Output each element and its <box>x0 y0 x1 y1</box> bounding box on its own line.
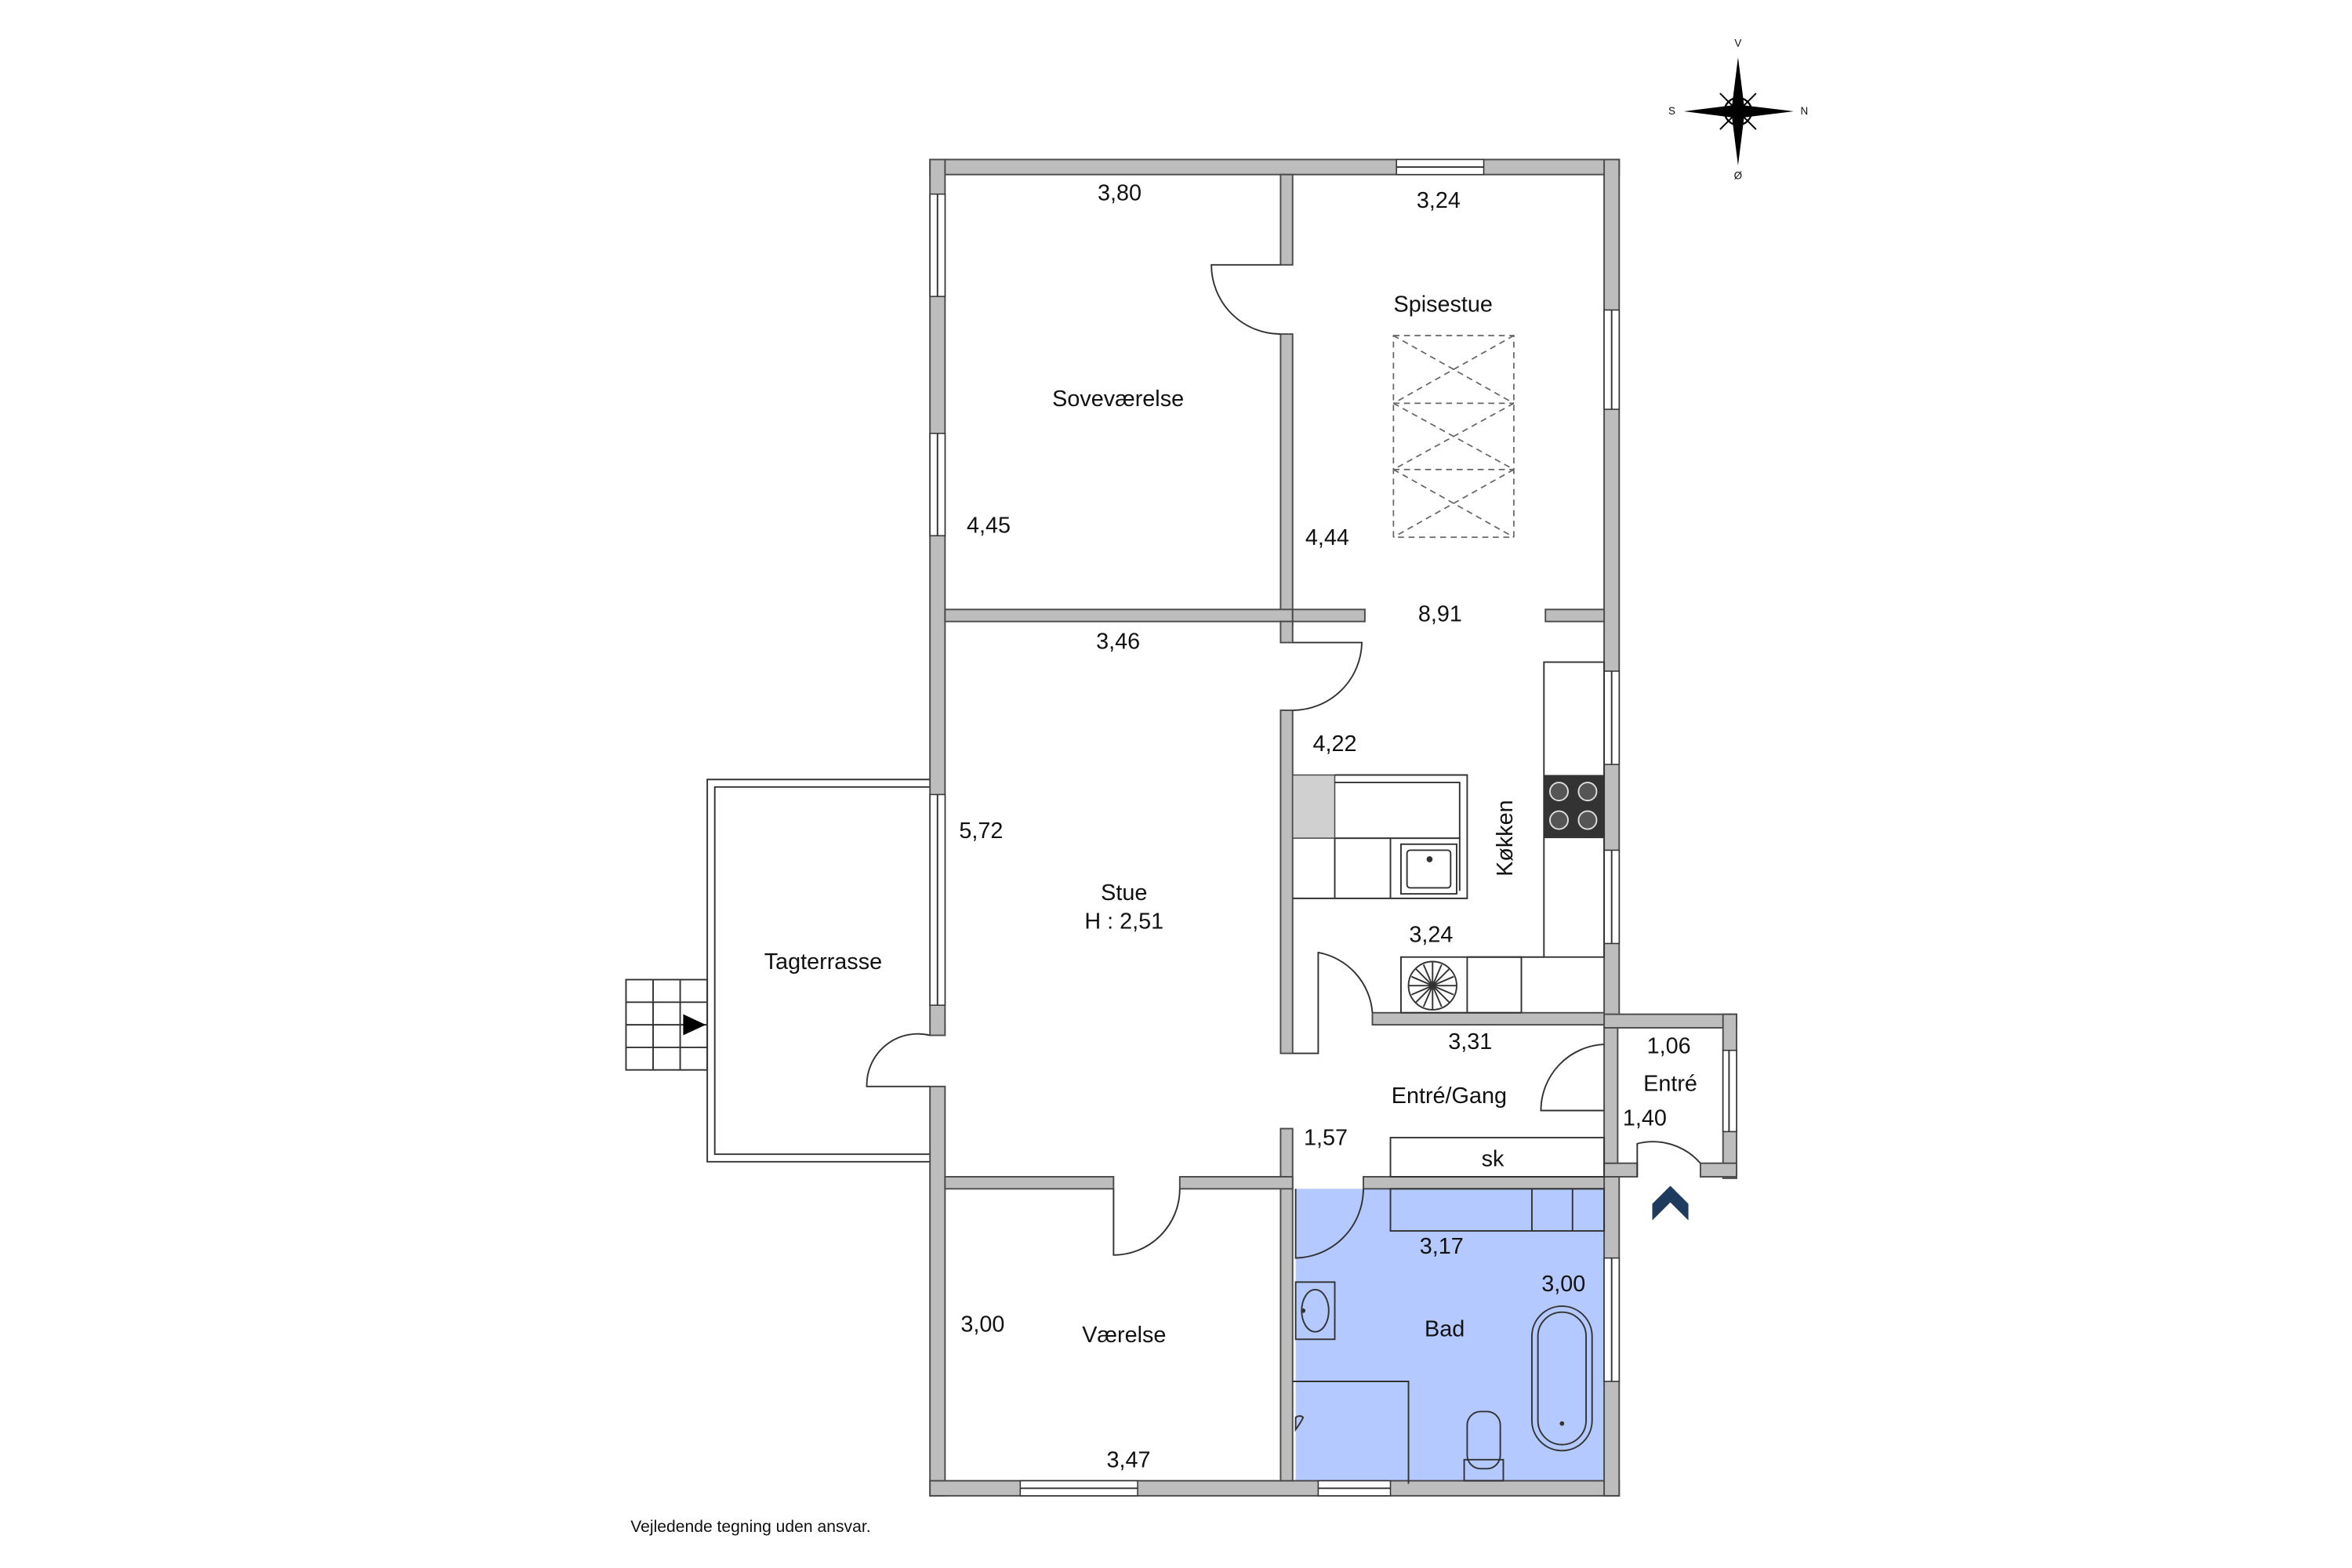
compass-south-label: S <box>1668 105 1675 117</box>
dimension-label: 5,72 <box>959 818 1003 844</box>
room-label-entre: Entré <box>1643 1072 1697 1097</box>
dimension-label: 4,45 <box>967 513 1011 538</box>
room-labels: Soveværelse Spisestue Stue H : 2,51 Køkk… <box>764 292 1697 1348</box>
room-label-spisestue: Spisestue <box>1394 292 1493 317</box>
closet-label: sk <box>1482 1147 1504 1172</box>
compass-north-label: N <box>1801 105 1809 117</box>
interior-walls <box>944 173 1619 1482</box>
dimension-label: 8,91 <box>1418 602 1462 627</box>
stove-icon <box>1544 775 1605 839</box>
doors <box>866 263 1701 1259</box>
dimension-label: 3,00 <box>1541 1272 1585 1297</box>
dimension-label: 3,17 <box>1420 1234 1464 1259</box>
room-label-koekken: Køkken <box>1493 800 1518 877</box>
dimension-label: 3,31 <box>1448 1029 1492 1054</box>
entrance-arrow-icon <box>1652 1185 1689 1221</box>
room-label-vaerelse: Værelse <box>1082 1323 1166 1348</box>
kitchen-fittings <box>1292 661 1606 1014</box>
room-label-bad: Bad <box>1425 1316 1465 1341</box>
bathtub-icon <box>1530 1305 1593 1452</box>
room-label-sovevaerelse: Soveværelse <box>1052 387 1184 412</box>
skylight <box>1392 335 1515 539</box>
toilet-icon <box>1463 1410 1504 1482</box>
dimension-label: 1,40 <box>1623 1106 1667 1131</box>
washbasin-icon <box>1294 1281 1336 1341</box>
stair-direction-icon <box>683 1014 706 1036</box>
room-height-stue: H : 2,51 <box>1084 909 1163 934</box>
roof-terrace <box>625 779 931 1163</box>
dimension-label: 3,80 <box>1098 180 1142 205</box>
windows <box>929 158 1737 1497</box>
compass-rose: V Ø S N <box>1668 38 1808 182</box>
spiral-stair-icon <box>1407 960 1457 1011</box>
dimension-label: 3,24 <box>1409 923 1453 948</box>
bath-floor <box>1295 1189 1605 1484</box>
dimension-label: 3,47 <box>1107 1447 1151 1472</box>
dimension-label: 3,00 <box>960 1312 1004 1338</box>
dimension-label: 1,57 <box>1304 1126 1348 1151</box>
room-label-entre-gang: Entré/Gang <box>1392 1083 1507 1109</box>
bath-fittings <box>1292 1137 1606 1484</box>
dimension-label: 4,22 <box>1312 731 1356 757</box>
compass-east-label: Ø <box>1734 169 1742 181</box>
dimension-label: 4,44 <box>1305 525 1349 550</box>
dimension-label: 3,24 <box>1417 188 1461 213</box>
dimension-label: 1,06 <box>1647 1034 1691 1059</box>
disclaimer-text: Vejledende tegning uden ansvar. <box>630 1518 870 1536</box>
kitchen-sink-icon <box>1400 843 1457 895</box>
room-label-tagterrasse: Tagterrasse <box>764 949 882 975</box>
dimension-label: 3,46 <box>1096 629 1140 654</box>
room-label-stue: Stue <box>1101 880 1147 906</box>
dimension-labels: 3,80 4,45 3,24 4,44 8,91 3,46 5,72 4,22 … <box>959 180 1690 1472</box>
compass-west-label: V <box>1734 38 1741 49</box>
